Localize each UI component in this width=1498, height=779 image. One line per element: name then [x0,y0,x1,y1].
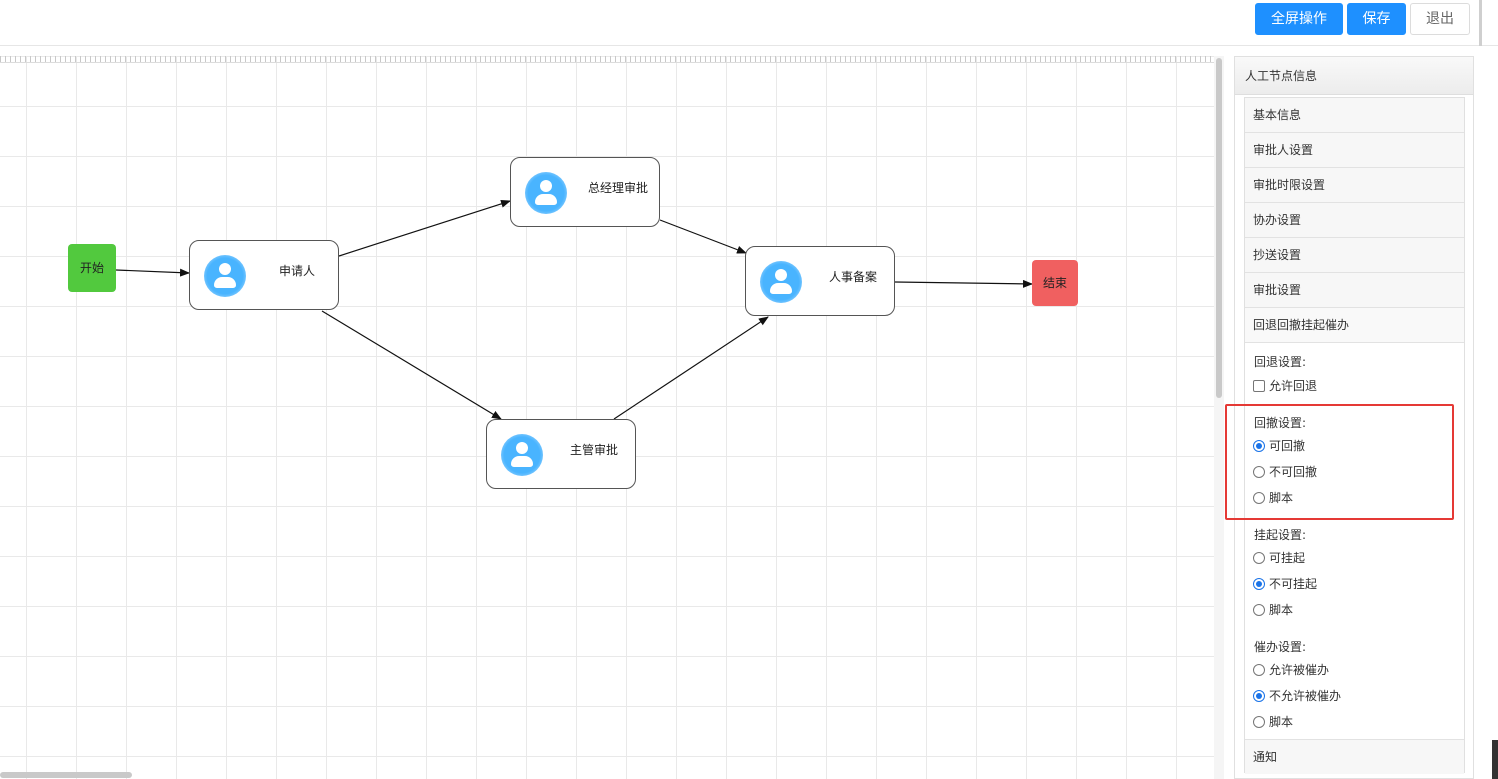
task-label: 总经理审批 [587,181,648,195]
canvas-horizontal-scrollbar[interactable] [0,772,132,778]
user-icon [760,261,802,303]
suspend-radio-allowed[interactable] [1253,552,1265,564]
withdraw-label: 回撤设置: [1254,416,1307,430]
withdraw-option-script[interactable]: 脚本 [1253,490,1293,506]
panel-accordion: 基本信息 审批人设置 审批时限设置 协办设置 抄送设置 审批设置 回退回撤挂起催… [1244,97,1465,774]
withdraw-radio-script[interactable] [1253,492,1265,504]
section-basic-info[interactable]: 基本信息 [1245,98,1464,133]
urge-label: 催办设置: [1254,640,1307,654]
task-label: 主管审批 [569,443,618,457]
section-time-limit-settings[interactable]: 审批时限设置 [1245,168,1464,203]
user-icon [525,172,567,214]
suspend-option-allowed[interactable]: 可挂起 [1253,550,1305,566]
task-node-supervisor-approval[interactable]: 主管审批 [486,419,636,489]
task-node-gm-approval[interactable]: 总经理审批 [510,157,660,227]
end-node[interactable]: 结束 [1032,260,1078,306]
urge-option-script[interactable]: 脚本 [1253,714,1293,730]
allow-rollback-option[interactable]: 允许回退 [1253,378,1317,394]
withdraw-radio-allowed[interactable] [1253,440,1265,452]
canvas-vertical-scrollbar-track[interactable] [1214,56,1224,779]
suspend-radio-not-allowed[interactable] [1253,578,1265,590]
highlight-box [1225,404,1454,520]
canvas-ruler [0,56,1214,63]
suspend-label: 挂起设置: [1254,528,1307,542]
window-edge-bottom [1492,740,1498,779]
task-node-applicant[interactable]: 申请人 [189,240,339,310]
start-node[interactable]: 开始 [68,244,116,292]
section-notify[interactable]: 通知 [1245,739,1464,774]
withdraw-option-allowed[interactable]: 可回撤 [1253,438,1305,454]
suspend-radio-script[interactable] [1253,604,1265,616]
task-label: 申请人 [278,264,315,278]
task-node-hr-filing[interactable]: 人事备案 [745,246,895,316]
section-assist-settings[interactable]: 协办设置 [1245,203,1464,238]
section-cc-settings[interactable]: 抄送设置 [1245,238,1464,273]
window-edge [1479,0,1482,46]
canvas-vertical-scrollbar[interactable] [1216,58,1222,398]
urge-radio-script[interactable] [1253,716,1265,728]
suspend-option-script[interactable]: 脚本 [1253,602,1293,618]
section-approval-settings[interactable]: 审批设置 [1245,273,1464,308]
user-icon [501,434,543,476]
rollback-label: 回退设置: [1254,355,1307,369]
top-toolbar: 全屏操作 保存 退出 [0,0,1498,46]
withdraw-option-not-allowed[interactable]: 不可回撤 [1253,464,1317,480]
suspend-option-not-allowed[interactable]: 不可挂起 [1253,576,1317,592]
section-rollback-withdraw-suspend-urge[interactable]: 回退回撤挂起催办 [1245,308,1464,343]
urge-option-allowed[interactable]: 允许被催办 [1253,662,1329,678]
allow-rollback-checkbox[interactable] [1253,380,1265,392]
node-properties-panel: 人工节点信息 基本信息 审批人设置 审批时限设置 协办设置 抄送设置 审批设置 … [1234,56,1474,779]
save-button[interactable]: 保存 [1347,3,1406,35]
user-icon [204,255,246,297]
withdraw-radio-not-allowed[interactable] [1253,466,1265,478]
urge-option-not-allowed[interactable]: 不允许被催办 [1253,688,1341,704]
section-approver-settings[interactable]: 审批人设置 [1245,133,1464,168]
exit-button[interactable]: 退出 [1410,3,1470,35]
panel-title: 人工节点信息 [1235,57,1473,95]
fullscreen-button[interactable]: 全屏操作 [1255,3,1343,35]
urge-radio-not-allowed[interactable] [1253,690,1265,702]
urge-radio-allowed[interactable] [1253,664,1265,676]
task-label: 人事备案 [828,270,877,284]
